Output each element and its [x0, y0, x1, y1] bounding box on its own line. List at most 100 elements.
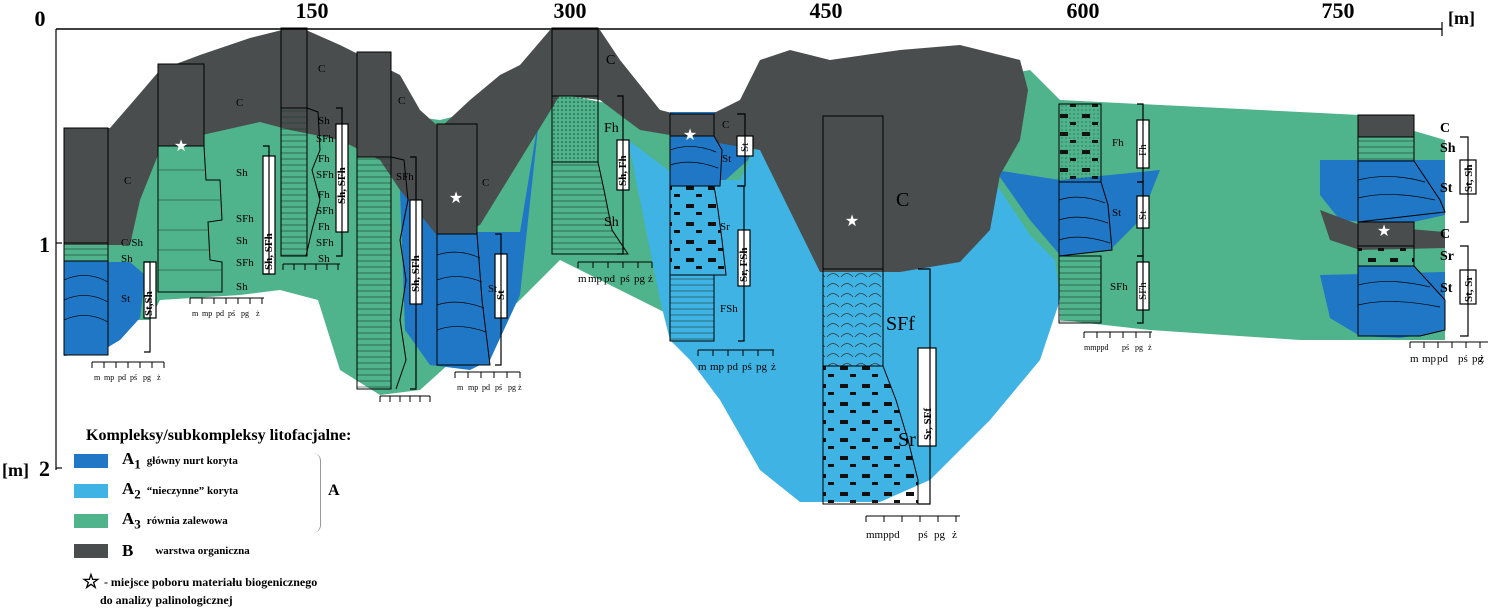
section-7 — [669, 113, 727, 342]
svg-text:C: C — [722, 119, 729, 131]
svg-text:ż: ż — [952, 529, 957, 541]
svg-text:Fh: Fh — [318, 153, 330, 165]
svg-text:St: St — [1440, 181, 1453, 196]
x-tick-450: 450 — [810, 0, 843, 23]
svg-text:pg: pg — [508, 383, 516, 392]
svg-text:SFh: SFh — [236, 257, 254, 269]
svg-text:m: m — [94, 373, 101, 382]
svg-text:Fh: Fh — [318, 189, 330, 201]
star-icon: ★ — [1377, 223, 1391, 240]
svg-text:St: St — [1112, 207, 1121, 219]
svg-text:pg: pg — [1472, 353, 1484, 365]
svg-text:ż: ż — [157, 373, 161, 382]
svg-text:SFh: SFh — [1110, 281, 1128, 293]
svg-text:SFh: SFh — [316, 133, 334, 145]
x-tick-300: 300 — [554, 0, 587, 23]
section-8 — [822, 115, 919, 505]
svg-text:Fh: Fh — [1137, 144, 1149, 156]
x-tick-0: 0 — [35, 6, 46, 31]
y-unit: [m] — [2, 460, 29, 480]
section-9 — [1058, 103, 1113, 324]
svg-text:Fh: Fh — [604, 121, 619, 136]
star-icon: ★ — [449, 190, 463, 207]
svg-text:pś: pś — [1458, 353, 1468, 365]
section-1 — [63, 127, 109, 356]
svg-text:St, Sr: St, Sr — [1463, 276, 1475, 302]
svg-text:C: C — [124, 175, 131, 187]
svg-text:Sh, SFh: Sh, SFh — [336, 167, 348, 204]
svg-text:m: m — [457, 383, 464, 392]
svg-text:St, Sh: St, Sh — [1463, 164, 1475, 192]
grain-scale-labels: m mp pd pś pg ż m mp pd pś pg ż m mp pd … — [94, 273, 1484, 541]
svg-text:C: C — [318, 63, 325, 75]
svg-text:St: St — [739, 143, 751, 152]
svg-text:St: St — [722, 153, 731, 165]
x-tick-750: 750 — [1322, 0, 1355, 23]
svg-text:FSh: FSh — [720, 303, 738, 315]
section-3 — [280, 27, 321, 257]
swatch-b — [74, 544, 108, 558]
svg-text:pś: pś — [1122, 343, 1129, 352]
swatch-a2 — [74, 484, 108, 498]
svg-text:m: m — [192, 309, 199, 318]
svg-text:pś: pś — [742, 361, 752, 373]
svg-text:Sh: Sh — [318, 253, 330, 265]
star-outline-icon: ☆ — [82, 571, 100, 593]
svg-text:Fh: Fh — [1112, 137, 1124, 149]
svg-text:Sr: Sr — [898, 429, 916, 451]
swatch-a1 — [74, 454, 108, 468]
svg-text:mp: mp — [468, 383, 478, 392]
svg-text:Sr, FSh: Sr, FSh — [738, 248, 750, 282]
svg-text:m: m — [1410, 353, 1419, 365]
svg-text:Sh: Sh — [1440, 141, 1456, 156]
svg-text:pg: pg — [143, 373, 151, 382]
svg-text:pg: pg — [934, 529, 946, 541]
svg-text:C: C — [482, 177, 489, 189]
svg-text:SFh: SFh — [316, 169, 334, 181]
svg-text:Sr: Sr — [720, 221, 730, 233]
svg-text:SFf: SFf — [886, 313, 915, 335]
svg-text:m: m — [698, 361, 707, 373]
section-5 — [436, 123, 491, 366]
svg-text:Sh, Fh: Sh, Fh — [617, 155, 629, 186]
svg-text:pś: pś — [130, 373, 137, 382]
svg-text:pd: pd — [118, 373, 126, 382]
svg-text:mp: mp — [588, 273, 603, 285]
svg-text:SFh: SFh — [396, 171, 414, 183]
svg-text:pś: pś — [918, 529, 928, 541]
svg-text:ż: ż — [648, 273, 653, 285]
svg-text:SFh: SFh — [1137, 282, 1149, 300]
svg-text:C/Sh: C/Sh — [121, 237, 144, 249]
section-4 — [356, 51, 409, 390]
swatch-a3 — [74, 514, 108, 528]
x-unit: [m] — [1448, 8, 1475, 28]
section-2 — [157, 63, 223, 293]
svg-text:mp: mp — [202, 309, 212, 318]
svg-text:mmppd: mmppd — [1084, 343, 1108, 352]
svg-text:pd: pd — [1437, 353, 1449, 365]
svg-text:Sh, SFh: Sh, SFh — [263, 233, 275, 270]
svg-text:pd: pd — [727, 361, 739, 373]
x-tick-150: 150 — [296, 0, 329, 23]
facies-brackets — [144, 95, 1469, 505]
svg-text:Sh: Sh — [236, 167, 248, 179]
svg-text:C: C — [1440, 227, 1450, 242]
sampling-stars: ★ ★ ★ ★ ★ — [174, 127, 1391, 240]
svg-text:C: C — [236, 97, 243, 109]
svg-text:ż: ż — [518, 383, 522, 392]
svg-text:pg: pg — [634, 273, 646, 285]
svg-text:ż: ż — [1148, 343, 1152, 352]
svg-text:pś: pś — [228, 309, 235, 318]
svg-text:St,Sh: St,Sh — [143, 291, 155, 316]
svg-text:St: St — [121, 293, 130, 305]
legend-star-note: ☆- miejsce poboru materiału biogeniczneg… — [82, 571, 318, 607]
star-icon: ★ — [683, 127, 697, 144]
y-tick-1: 1 — [39, 232, 50, 257]
svg-text:SFh: SFh — [316, 237, 334, 249]
x-tick-600: 600 — [1067, 0, 1100, 23]
legend-item-a1: A1 główny nurt koryta — [74, 449, 238, 472]
svg-text:Sh: Sh — [121, 253, 133, 265]
svg-text:pd: pd — [216, 309, 224, 318]
legend-item-a3: A3 równia zalewowa — [74, 509, 228, 532]
svg-text:St: St — [1440, 281, 1453, 296]
